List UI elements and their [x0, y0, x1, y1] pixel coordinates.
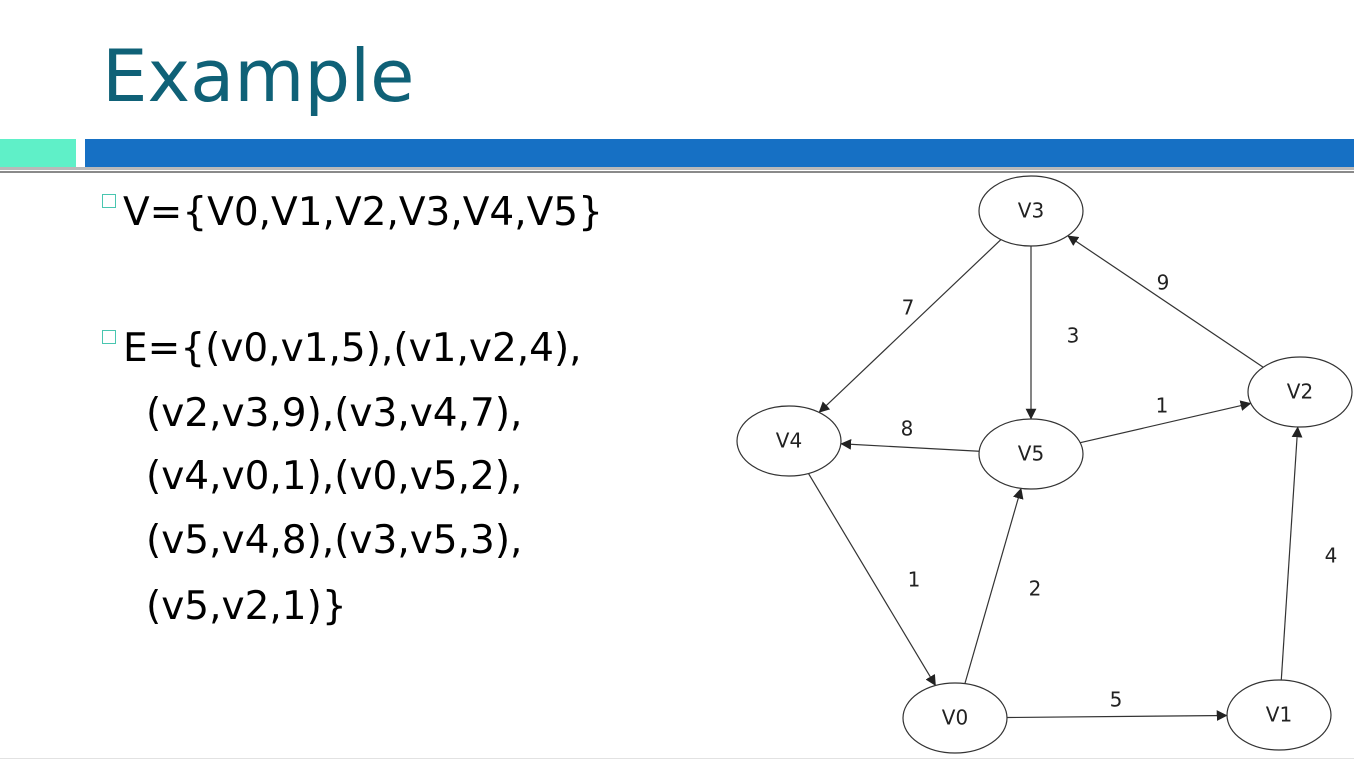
node-ellipse — [978, 175, 1084, 247]
edge-weight-label: 9 — [1157, 271, 1170, 295]
edge-weight-label: 7 — [902, 296, 915, 320]
header-bar — [85, 139, 1354, 167]
bullet-square-icon — [102, 329, 116, 344]
edge-v0-v1 — [1006, 710, 1228, 721]
node-label: V3 — [1018, 199, 1044, 223]
node-ellipse — [1247, 356, 1353, 428]
node-ellipse — [902, 682, 1008, 754]
node-label: V5 — [1018, 442, 1044, 466]
node-ellipse — [736, 405, 842, 477]
edge-v3-v4 — [818, 239, 1002, 413]
node-v4: V4 — [736, 405, 842, 477]
footer-rule — [0, 758, 1354, 759]
edges-continuation: (v5,v2,1)} — [146, 584, 347, 629]
header-accent-bar — [0, 139, 76, 167]
node-v0: V0 — [902, 682, 1008, 754]
edge-weight-label: 5 — [1110, 688, 1123, 712]
node-ellipse — [978, 418, 1084, 490]
edge-weight-label: 3 — [1067, 324, 1080, 348]
edge-v1-v2 — [1280, 426, 1303, 681]
header-rule-dark — [0, 171, 1354, 173]
node-v5: V5 — [978, 418, 1084, 490]
node-label: V4 — [776, 429, 802, 453]
edge-v5-v4 — [840, 438, 980, 452]
node-v1: V1 — [1226, 679, 1332, 751]
edge-weight-label: 4 — [1325, 544, 1338, 568]
edge-v0-v5 — [964, 487, 1024, 684]
bullet-edges-text: E={(v0,v1,5),(v1,v2,4), — [123, 326, 582, 371]
node-ellipse — [1226, 679, 1332, 751]
node-label: V1 — [1266, 703, 1292, 727]
bullet-vertices: V={V0,V1,V2,V3,V4,V5} — [102, 183, 603, 243]
edge-v4-v0 — [807, 473, 937, 687]
edge-weight-label: 1 — [1156, 394, 1169, 418]
edge-weight-label: 2 — [1029, 577, 1042, 601]
slide-title: Example — [102, 34, 415, 118]
edge-weight-label: 1 — [908, 568, 921, 592]
bullet-square-icon — [102, 193, 116, 208]
bullet-vertices-text: V={V0,V1,V2,V3,V4,V5} — [123, 190, 603, 235]
edges-continuation: (v2,v3,9),(v3,v4,7), — [146, 391, 523, 436]
edge-weight-label: 8 — [901, 417, 914, 441]
node-v2: V2 — [1247, 356, 1353, 428]
edges-continuation: (v5,v4,8),(v3,v5,3), — [146, 518, 523, 563]
edge-v5-v2 — [1080, 400, 1252, 444]
header-rule — [0, 167, 1354, 170]
node-v3: V3 — [978, 175, 1084, 247]
edges-continuation: (v4,v0,1),(v0,v5,2), — [146, 454, 523, 499]
bullet-edges: E={(v0,v1,5),(v1,v2,4), — [102, 319, 582, 379]
edge-v2-v3 — [1067, 235, 1264, 368]
node-label: V0 — [942, 706, 968, 730]
node-label: V2 — [1287, 380, 1313, 404]
